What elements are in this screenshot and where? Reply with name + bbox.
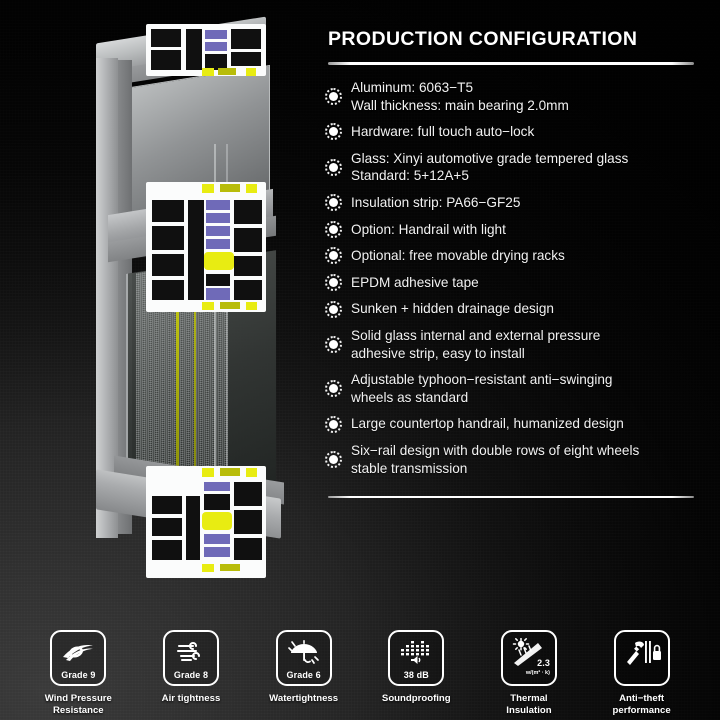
wind-pressure-icon xyxy=(61,636,95,668)
spec-item: Optional: free movable drying racks xyxy=(322,243,700,270)
badge-label: Thermal Insulation xyxy=(506,693,552,716)
performance-badge: Grade 9 Wind Pressure Resistance xyxy=(30,630,126,716)
bullet-ring-icon xyxy=(325,123,342,141)
performance-badge-row: Grade 9 Wind Pressure Resistance Grade 8 Ai… xyxy=(0,630,720,716)
spec-item: Glass: Xinyi automotive grade tempered g… xyxy=(322,145,700,189)
performance-badge: Grade 6 Watertightness xyxy=(256,630,352,705)
spec-item: Option: Handrail with light xyxy=(322,216,700,243)
glass-sheet-edge-outer xyxy=(214,144,216,494)
bullet-ring-icon xyxy=(325,415,342,433)
spec-item-label: EPDM adhesive tape xyxy=(351,274,479,290)
spec-item-label: Solid glass internal and external pressu… xyxy=(351,327,601,361)
spec-item: Large countertop handrail, humanized des… xyxy=(322,411,700,438)
spec-item: Insulation strip: PA66−GF25 xyxy=(322,189,700,216)
badge-label: Soundproofing xyxy=(381,693,451,704)
profile-cross-section-top xyxy=(146,24,266,76)
badge-label: Wind Pressure Resistance xyxy=(44,693,112,716)
badge-box xyxy=(613,630,670,686)
badge-value-text: Grade 6 xyxy=(286,670,321,680)
badge-label: Air tightness xyxy=(161,693,221,704)
bullet-ring-icon xyxy=(325,88,342,106)
spec-item-label: Optional: free movable drying racks xyxy=(351,248,565,264)
spec-item: Sunken + hidden drainage design xyxy=(322,296,700,323)
profile-cross-section-bottom xyxy=(146,466,266,578)
badge-box: Grade 9 xyxy=(50,630,107,686)
hammer-lock-icon xyxy=(623,636,661,668)
badge-value: 2.3 w/(m² · k) xyxy=(503,659,555,678)
bullet-ring-icon xyxy=(325,300,342,318)
badge-box: 2.3 w/(m² · k) xyxy=(500,630,557,686)
spec-item-label: Six−rail design with double rows of eigh… xyxy=(351,442,640,476)
bullet-ring-icon xyxy=(325,158,342,176)
bullet-ring-icon xyxy=(325,336,342,354)
badge-value-text: Grade 9 xyxy=(61,670,96,680)
spec-item-label: Large countertop handrail, humanized des… xyxy=(351,416,624,432)
spec-item: EPDM adhesive tape xyxy=(322,269,700,296)
spec-item-label: Insulation strip: PA66−GF25 xyxy=(351,194,521,210)
profile-cross-section-middle xyxy=(146,182,266,312)
title-divider xyxy=(328,62,694,65)
badge-value: Grade 9 xyxy=(52,671,104,680)
spec-item-label: Glass: Xinyi automotive grade tempered g… xyxy=(351,150,629,184)
bullet-ring-icon xyxy=(325,380,342,398)
spec-item-label: Aluminum: 6063−T5 Wall thickness: main b… xyxy=(351,80,569,113)
bullet-ring-icon xyxy=(325,194,342,212)
product-render-window-profile xyxy=(18,14,318,594)
spec-item: Adjustable typhoon−resistant anti−swingi… xyxy=(322,367,700,411)
badge-value-text: Grade 8 xyxy=(173,670,209,680)
badge-label: Watertightness xyxy=(269,693,339,704)
badge-box: Grade 8 xyxy=(162,630,219,686)
spec-item: Six−rail design with double rows of eigh… xyxy=(322,437,700,481)
frame-left-jamb xyxy=(96,58,118,538)
bullet-ring-icon xyxy=(325,451,342,468)
spec-item-label: Option: Handrail with light xyxy=(351,221,506,237)
badge-box: Grade 6 xyxy=(275,630,332,686)
performance-badge: 2.3 w/(m² · k) Thermal Insulation xyxy=(481,630,577,716)
bullet-ring-icon xyxy=(325,247,342,265)
badge-value: Grade 8 xyxy=(165,671,217,680)
equalizer-speaker-icon xyxy=(398,636,434,668)
badge-value: 38 dB xyxy=(390,671,442,680)
umbrella-rain-icon xyxy=(287,636,320,668)
badge-box: 38 dB xyxy=(388,630,445,686)
air-tightness-icon xyxy=(175,636,207,668)
badge-value: Grade 6 xyxy=(278,671,330,680)
performance-badge: 38 dB Soundproofing xyxy=(368,630,464,705)
spec-item: Solid glass internal and external pressu… xyxy=(322,322,700,366)
performance-badge: Grade 8 Air tightness xyxy=(143,630,239,705)
spec-item: Aluminum: 6063−T5 Wall thickness: main b… xyxy=(322,75,700,119)
badge-value-text: 2.3 xyxy=(537,658,550,668)
spec-item: Hardware: full touch auto−lock xyxy=(322,119,700,146)
spec-item-label: Adjustable typhoon−resistant anti−swingi… xyxy=(351,372,613,405)
page-title: PRODUCTION CONFIGURATION xyxy=(328,28,638,50)
performance-badge: Anti−theft performance xyxy=(594,630,690,716)
bullet-ring-icon xyxy=(325,274,342,292)
list-bottom-divider xyxy=(328,495,694,499)
production-configuration-panel: PRODUCTION CONFIGURATION Aluminum: 6063−… xyxy=(322,28,700,508)
specification-list: Aluminum: 6063−T5 Wall thickness: main b… xyxy=(322,75,700,482)
badge-unit-text: w/(m² · k) xyxy=(525,670,550,676)
glass-sheet-edge-inner xyxy=(226,144,228,494)
sun-thermal-icon xyxy=(512,636,546,668)
badge-value-text: 38 dB xyxy=(403,670,429,680)
spec-item-label: Hardware: full touch auto−lock xyxy=(351,124,535,140)
bullet-ring-icon xyxy=(325,220,342,238)
badge-label: Anti−theft performance xyxy=(612,693,671,716)
spec-item-label: Sunken + hidden drainage design xyxy=(351,301,554,317)
